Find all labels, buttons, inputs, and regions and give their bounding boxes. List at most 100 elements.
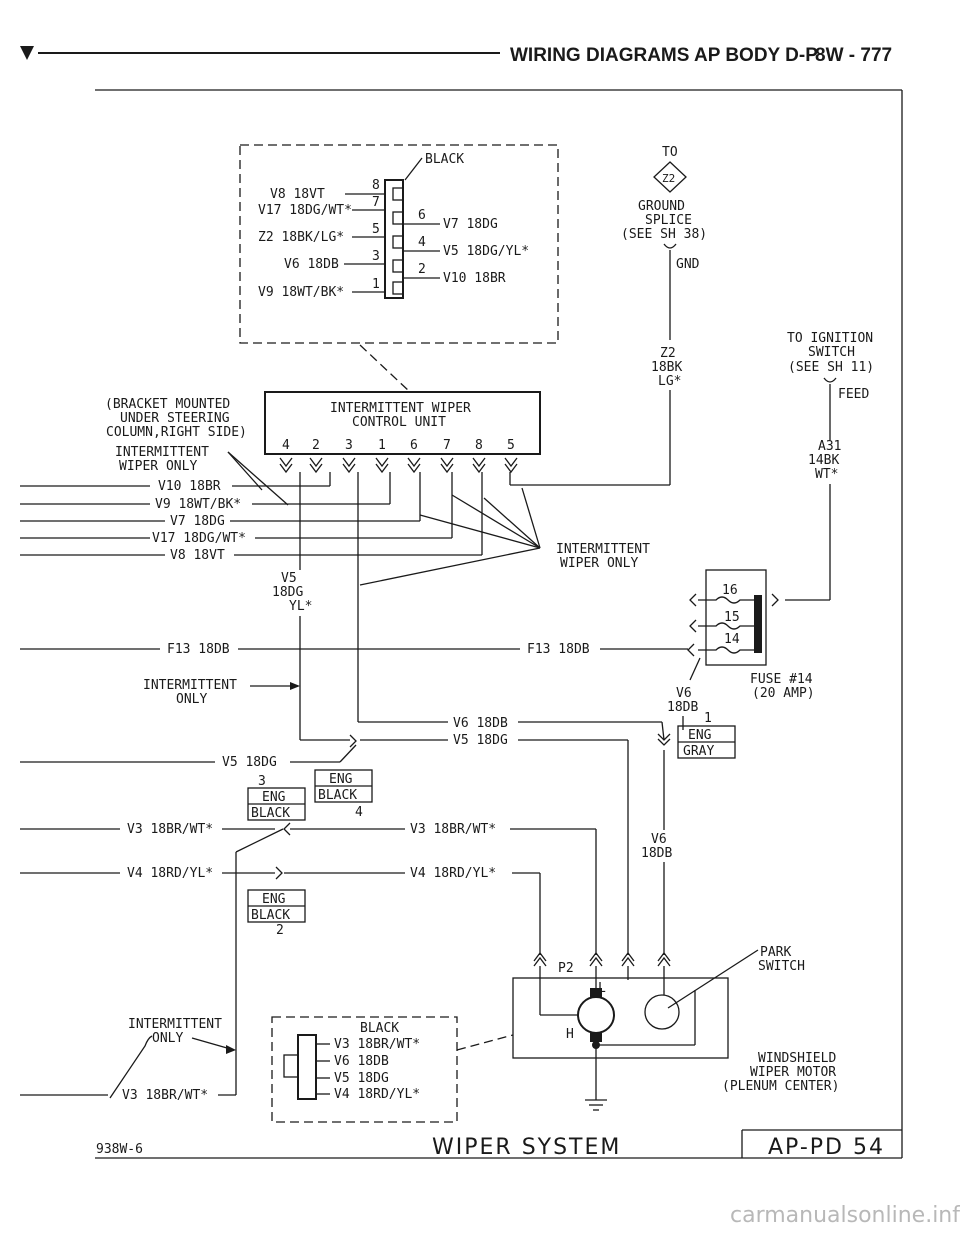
- fuse-14-symbol-icon: [698, 646, 754, 654]
- ground-splice-reference: TO Z2 GROUND SPLICE (SEE SH 38) GND Z2 1…: [510, 145, 707, 486]
- ignition-feed-label: FEED: [838, 387, 869, 402]
- eng-black-c-pin: 2: [276, 923, 284, 938]
- bracket-note-line-2: UNDER STEERING: [120, 411, 230, 426]
- motor-high-label: H: [566, 1027, 574, 1042]
- ground-symbol-diamond-icon: [653, 161, 687, 193]
- control-unit-title-1: INTERMITTENT WIPER: [330, 401, 471, 416]
- intermittent-only-line-1: INTERMITTENT: [143, 678, 237, 693]
- conn-left-wire-5: V9 18WT/BK*: [258, 285, 344, 300]
- intermittent-bottom-callout: INTERMITTENT ONLY V3 18BR/WT*: [20, 1017, 236, 1103]
- f13-feed-wire: F13 18DB F13 18DB: [20, 642, 688, 657]
- v3-bottom-label: V3 18BR/WT*: [122, 1088, 208, 1103]
- conn-right-pin-1: 6: [418, 208, 426, 223]
- motor-box: [512, 977, 729, 1059]
- left-wire-v17: V17 18DG/WT*: [152, 531, 246, 546]
- conn-left-wire-4: V6 18DB: [284, 257, 339, 272]
- eng-gray-pin: 1: [704, 711, 712, 726]
- motor-p2-label: P2: [558, 961, 574, 976]
- v4-right-label: V4 18RD/YL*: [410, 866, 496, 881]
- conn-left-wire-2: V17 18DG/WT*: [258, 203, 352, 218]
- conn-right-wire-3: V10 18BR: [443, 271, 506, 286]
- ground-to-label: TO: [662, 145, 678, 160]
- cu-pin-2: 2: [312, 438, 320, 453]
- cu-pin-5: 6: [410, 438, 418, 453]
- eng-black-connectors: 3 ENG BLACK ENG BLACK 4 ENG BLACK 2: [247, 769, 373, 938]
- mid-wire-v6: V6 18DB: [453, 716, 508, 731]
- motor-line-3: (PLENUM CENTER): [722, 1079, 839, 1094]
- left-wire-v8: V8 18VT: [170, 548, 225, 563]
- conn-right-pin-3: 2: [418, 262, 426, 277]
- eng-gray-connector: 1 ENG GRAY: [657, 711, 736, 759]
- ground-wire-2: 18BK: [651, 360, 682, 375]
- eng-black-b-pin: 4: [355, 805, 363, 820]
- bottom-conn-wire-4: V4 18RD/YL*: [334, 1087, 420, 1102]
- feed-arrow-icon: [823, 377, 837, 383]
- intermittent-left-line-1: INTERMITTENT: [115, 445, 209, 460]
- bracket-note-line-3: COLUMN,RIGHT SIDE): [106, 425, 247, 440]
- control-unit-box: [264, 391, 541, 455]
- fuse-label-2: (20 AMP): [752, 686, 815, 701]
- conn-left-pin-1: 8: [372, 178, 380, 193]
- v6-fuse-line-1: V6: [676, 686, 692, 701]
- eng-black-c-line-2: BLACK: [251, 908, 290, 923]
- bottom-conn-wire-2: V6 18DB: [334, 1054, 389, 1069]
- control-unit: (BRACKET MOUNTED UNDER STEERING COLUMN,R…: [105, 391, 541, 474]
- eng-black-b-line-2: BLACK: [318, 788, 357, 803]
- conn-left-pin-4: 3: [372, 249, 380, 264]
- ignition-wire-2: 14BK: [808, 453, 839, 468]
- page-header: WIRING DIAGRAMS AP BODY D-P 8W - 777: [20, 45, 892, 66]
- intermittent-right-callout: INTERMITTENT WIPER ONLY: [359, 487, 650, 586]
- fuse-15-symbol-icon: [698, 622, 754, 630]
- ground-arrow-icon: [663, 243, 677, 249]
- mid-wires: INTERMITTENT ONLY V6 18DB V5 18DG V6 18D…: [20, 678, 672, 955]
- eng-black-a-line-2: BLACK: [251, 806, 290, 821]
- ground-line-1: GROUND: [638, 199, 685, 214]
- eng-gray-line-1: ENG: [688, 728, 712, 743]
- ground-line-3: (SEE SH 38): [621, 227, 707, 242]
- f13-left-label: F13 18DB: [167, 642, 230, 657]
- f13-right-label: F13 18DB: [527, 642, 590, 657]
- conn-right-wire-1: V7 18DG: [443, 217, 498, 232]
- cu-pin-1: 4: [282, 438, 290, 453]
- intermittent-bottom-line-2: ONLY: [152, 1031, 183, 1046]
- left-wire-v7: V7 18DG: [170, 514, 225, 529]
- cu-pin-6: 7: [443, 438, 451, 453]
- v5-vert-line-1: V5: [281, 571, 297, 586]
- left-harness-wires: INTERMITTENT WIPER ONLY V10 18BR V9 18WT…: [20, 445, 511, 563]
- connector-detail-box: [239, 144, 559, 344]
- intermittent-left-line-2: WIPER ONLY: [119, 459, 197, 474]
- motor-armature: [577, 996, 615, 1034]
- conn-left-pin-3: 5: [372, 222, 380, 237]
- ground-wire-1: Z2: [660, 346, 676, 361]
- fuse-pin-15: 15: [724, 610, 740, 625]
- v5-vert-line-3: YL*: [289, 599, 312, 614]
- ground-wire-3: LG*: [658, 374, 681, 389]
- ground-line-2: SPLICE: [645, 213, 692, 228]
- conn-left-wire-1: V8 18VT: [270, 187, 325, 202]
- eng-black-a-line-1: ENG: [262, 790, 286, 805]
- fuse-pin-16: 16: [722, 583, 738, 598]
- bracket-note-line-1: (BRACKET MOUNTED: [105, 397, 230, 412]
- park-switch-line-1: PARK: [760, 945, 791, 960]
- park-switch-line-2: SWITCH: [758, 959, 805, 974]
- bottom-connector-box: [271, 1016, 458, 1123]
- page-footer: 938W-6 WIPER SYSTEM AP-PD 54: [95, 1129, 902, 1160]
- eng-gray-line-2: GRAY: [683, 744, 714, 759]
- cu-pin-3: 3: [345, 438, 353, 453]
- header-page-ref: 8W - 777: [815, 45, 892, 66]
- motor-line-1: WINDSHIELD: [758, 1051, 836, 1066]
- cu-pin-8: 5: [507, 438, 515, 453]
- eng-black-b-line-1: ENG: [329, 772, 353, 787]
- fuse-pin-14: 14: [724, 632, 740, 647]
- v5-v6-vertical-wires: V5 18DG YL*: [272, 472, 448, 741]
- conn-left-wire-3: Z2 18BK/LG*: [258, 230, 344, 245]
- v6-lower-line-2: 18DB: [641, 846, 672, 861]
- wiper-motor: P2 L H PARK SWITCH WINDSHIELD WIPER MOTO…: [512, 945, 839, 1111]
- motor-low-label: L: [598, 981, 606, 996]
- intermittent-bottom-line-1: INTERMITTENT: [128, 1017, 222, 1032]
- mid-wire-v5: V5 18DG: [453, 733, 508, 748]
- footer-code: 938W-6: [96, 1142, 143, 1157]
- v6-lower-line-1: V6: [651, 832, 667, 847]
